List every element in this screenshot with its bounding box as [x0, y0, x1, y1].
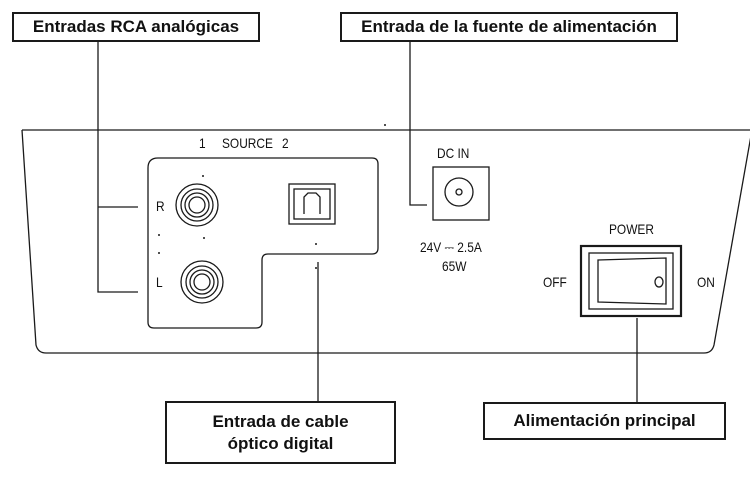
power-switch[interactable]: [579, 244, 683, 318]
callout-optical-input: Entrada de cable óptico digital: [165, 401, 396, 464]
rca-jack-r: [175, 183, 219, 227]
callout-main-power: Alimentación principal: [483, 402, 726, 440]
callout-rca-inputs: Entradas RCA analógicas: [12, 12, 260, 42]
callout-rca-inputs-text: Entradas RCA analógicas: [32, 17, 240, 37]
off-label: OFF: [543, 274, 567, 290]
rca-jack-l: [180, 260, 224, 304]
callout-power-input-text: Entrada de la fuente de alimentación: [361, 17, 657, 37]
panel-dots: [158, 124, 386, 269]
callout-optical-line1: Entrada de cable: [212, 412, 349, 432]
callout-optical-line2: óptico digital: [227, 433, 334, 453]
power-label: POWER: [609, 221, 654, 237]
on-label: ON: [697, 274, 715, 290]
source-1-label: 1: [199, 135, 206, 151]
source-label: SOURCE: [222, 135, 273, 151]
callout-main-power-text: Alimentación principal: [513, 411, 696, 431]
callout-leader-lines: [97, 40, 638, 403]
channel-r-label: R: [156, 198, 165, 214]
source-group-outline: [147, 157, 379, 329]
source-2-label: 2: [282, 135, 289, 151]
channel-l-label: L: [156, 274, 163, 290]
dc-in-socket: [432, 166, 490, 221]
dc-in-label: DC IN: [437, 145, 470, 161]
callout-power-input: Entrada de la fuente de alimentación: [340, 12, 678, 42]
voltage-label: 24V ⎓ 2.5A: [420, 239, 482, 255]
device-body-outline: [21, 129, 750, 354]
wattage-label: 65W: [442, 258, 467, 274]
optical-port: [288, 183, 336, 225]
